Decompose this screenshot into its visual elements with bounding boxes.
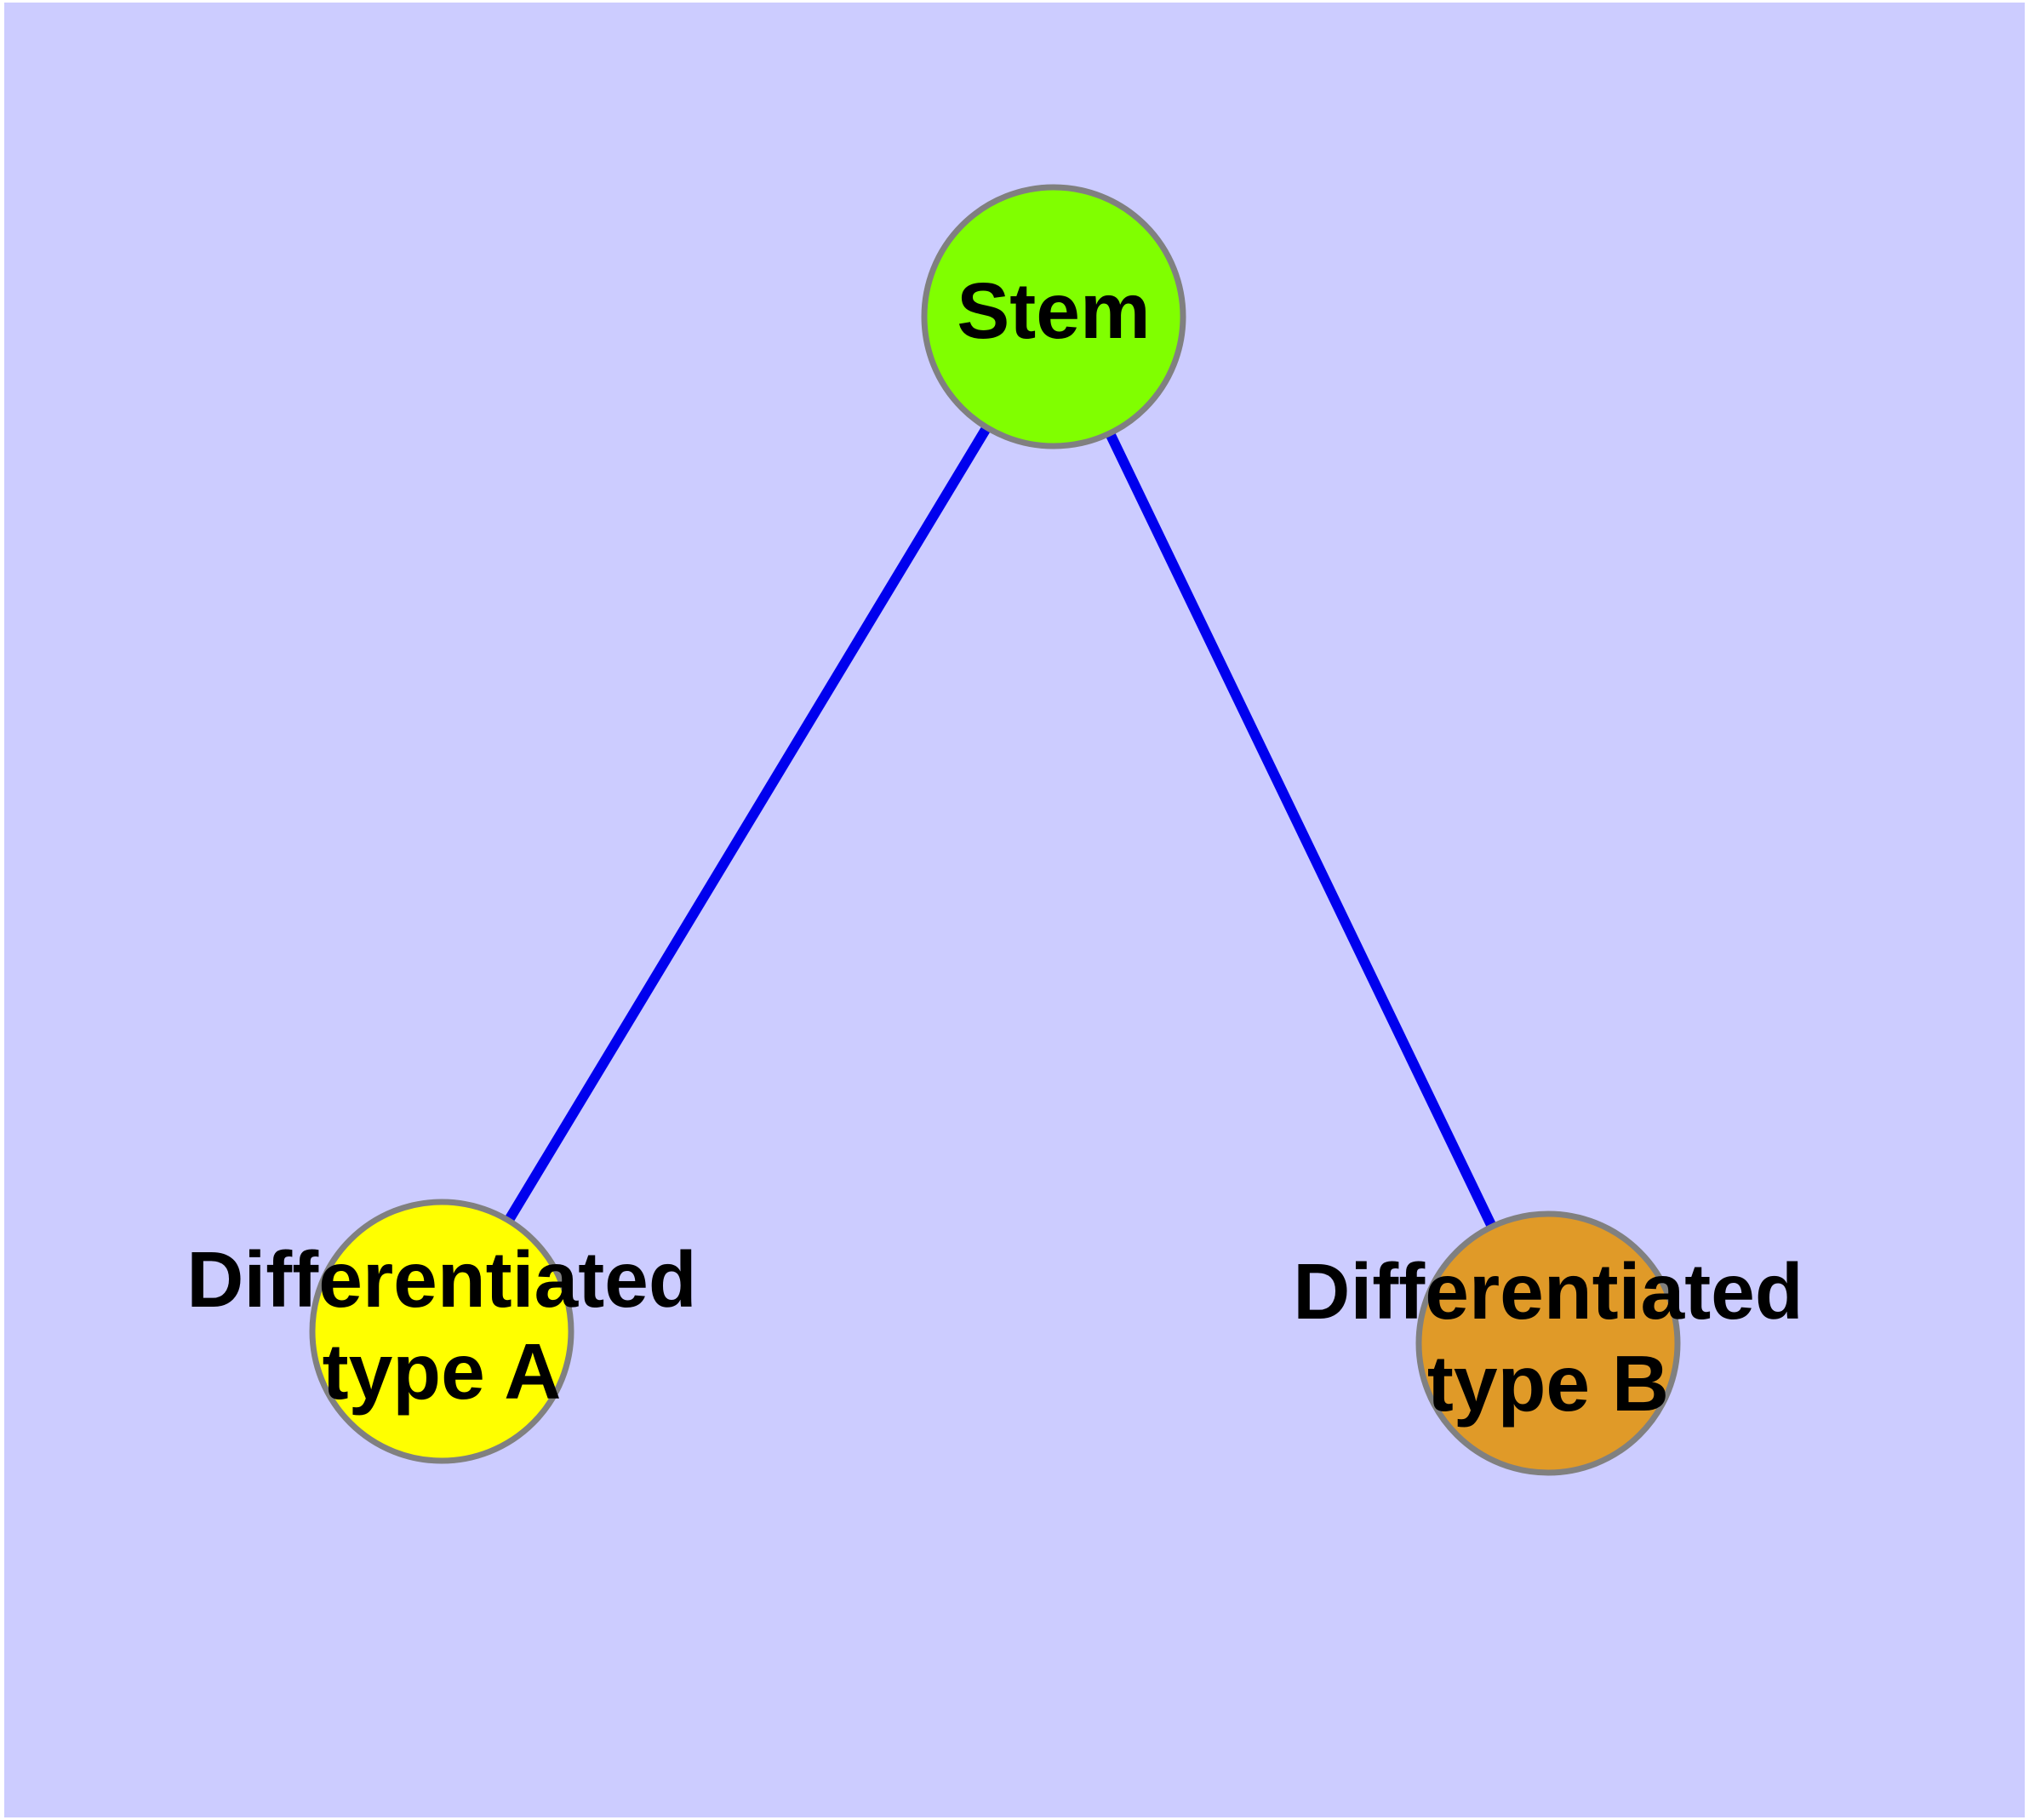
node-stem-label: Stem: [957, 266, 1150, 355]
node-stem[interactable]: [921, 184, 1186, 449]
edge-stem-to-differentiated-a[interactable]: [437, 313, 1059, 1335]
edge-layer: [437, 313, 1553, 1346]
node-differentiated-type-b[interactable]: [1415, 1210, 1681, 1476]
node-differentiated-type-a[interactable]: [309, 1199, 574, 1464]
node-differentiated-type-a-circle[interactable]: [309, 1199, 574, 1464]
node-stem-circle[interactable]: [921, 184, 1186, 449]
node-layer: [309, 184, 1681, 1476]
node-differentiated-type-b-circle[interactable]: [1415, 1210, 1681, 1476]
edge-stem-to-differentiated-b[interactable]: [1049, 314, 1553, 1346]
